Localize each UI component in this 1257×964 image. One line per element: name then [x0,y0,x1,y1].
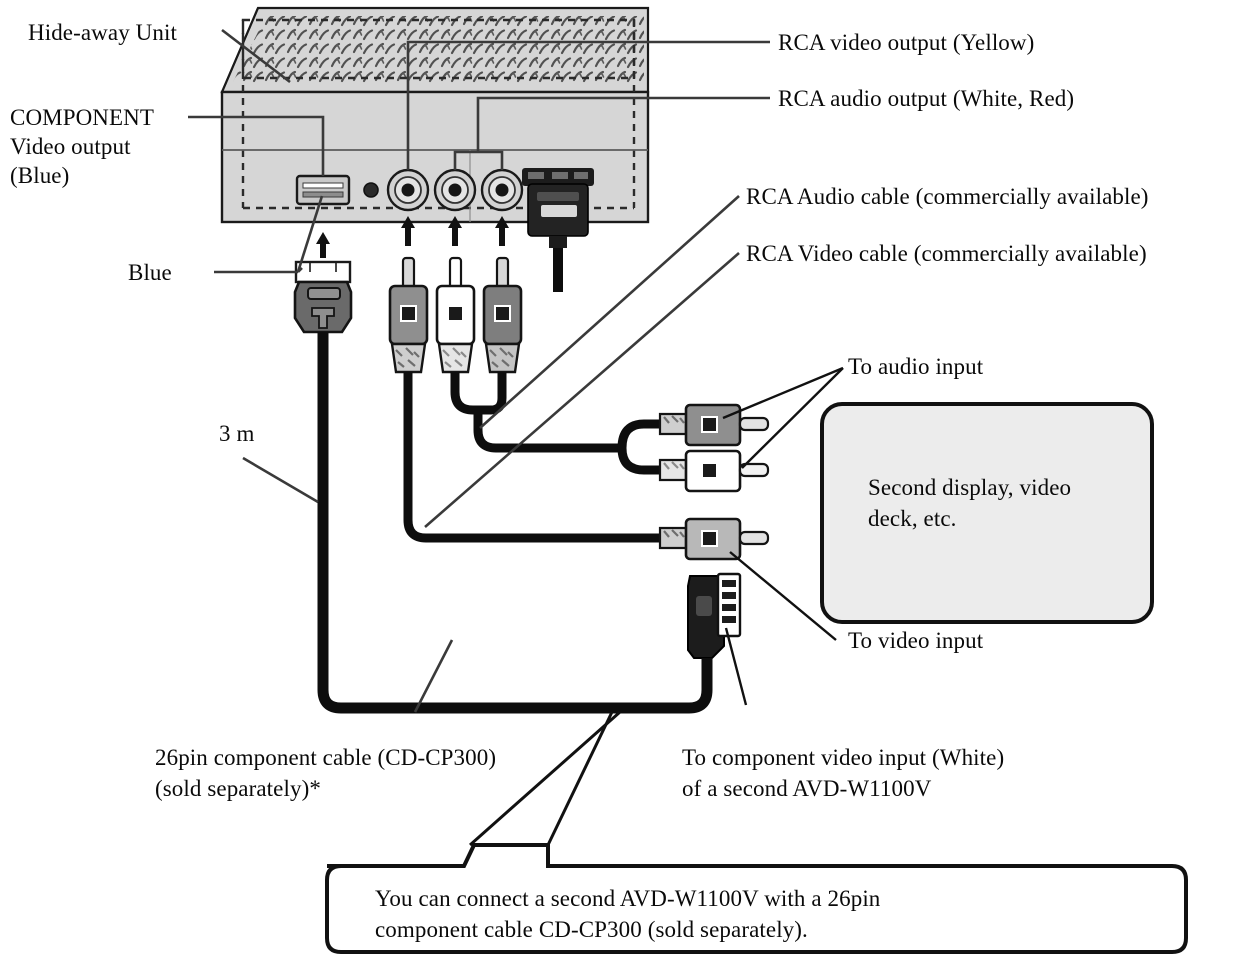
label-hide-away-unit: Hide-away Unit [28,20,177,45]
leader-blue-2 [296,195,324,273]
leader-rca-audio-output [476,96,770,152]
leader-cable-length [242,456,319,504]
rca-plug-video-graphic [388,256,429,520]
label-blue: Blue [128,260,172,285]
label-component-video-output-line1: COMPONENT [10,105,155,130]
label-to-component-video-input-line2: of a second AVD-W1100V [682,776,932,801]
rca-jack-audio-white-graphic [433,168,477,212]
leader-rca-video-output [406,40,770,170]
label-cable-length: 3 m [219,421,255,446]
hide-away-unit-graphic [220,6,650,292]
label-second-display-line2: deck, etc. [868,506,957,531]
label-component-video-output-line3: (Blue) [10,163,70,188]
label-rca-audio-cable: RCA Audio cable (commercially available) [746,184,1149,209]
label-component-video-output-line2: Video output [10,134,131,159]
leader-to-audio-input-1 [722,366,844,420]
leader-rca-audio-cable [479,195,740,429]
video-cable-run-graphic [403,519,660,543]
rca-plug-video-right-graphic [658,517,770,561]
audio-cable-run-graphic [473,410,622,453]
callout-tail-left [469,710,621,847]
leader-rca-video-cable [424,252,740,528]
component-cable-run-graphic [317,660,713,714]
leader-to-video-input [729,551,837,641]
label-to-video-input: To video input [848,628,984,653]
component-plug-blue-graphic [293,260,353,690]
label-component-cable-line2: (sold separately)* [155,776,321,801]
rca-jack-video-graphic [386,168,430,212]
label-component-cable-line1: 26pin component cable (CD-CP300) [155,745,497,770]
leader-component-video-output [188,115,325,176]
harness-connector-graphic [522,168,594,292]
label-to-component-video-input-line1: To component video input (White) [682,745,1005,770]
leader-to-component-video-input [724,627,748,706]
insert-arrows-graphic [316,216,509,258]
leader-to-audio-input-2 [741,367,844,469]
label-callout-line2: component cable CD-CP300 (sold separatel… [375,917,808,942]
rca-plug-audio-right-bottom-graphic [617,447,770,493]
callout-tail-right [546,711,614,846]
rca-plug-audio-white-graphic [435,256,476,374]
rca-jack-audio-red-graphic [480,168,524,212]
leader-blue-3 [297,267,303,273]
label-rca-video-output: RCA video output (Yellow) [778,30,1035,55]
label-callout-line1: You can connect a second AVD-W1100V with… [375,886,881,911]
leader-hide-away-unit [221,28,291,84]
panel-screw-graphic [363,182,379,198]
label-second-display-line1: Second display, video [868,475,1072,500]
label-rca-video-cable: RCA Video cable (commercially available) [746,241,1147,266]
second-display-box-graphic [820,402,1154,624]
rca-plug-audio-right-top-graphic [617,403,770,449]
callout-box-graphic [325,843,1188,954]
label-rca-audio-output: RCA audio output (White, Red) [778,86,1075,111]
audio-y-cable-graphic [450,372,507,415]
component-video-slot-graphic [295,174,351,206]
component-26pin-connector-graphic [687,572,742,672]
rca-plug-audio-red-graphic [482,256,523,374]
leader-component-cable [413,639,454,713]
label-to-audio-input: To audio input [848,354,984,379]
